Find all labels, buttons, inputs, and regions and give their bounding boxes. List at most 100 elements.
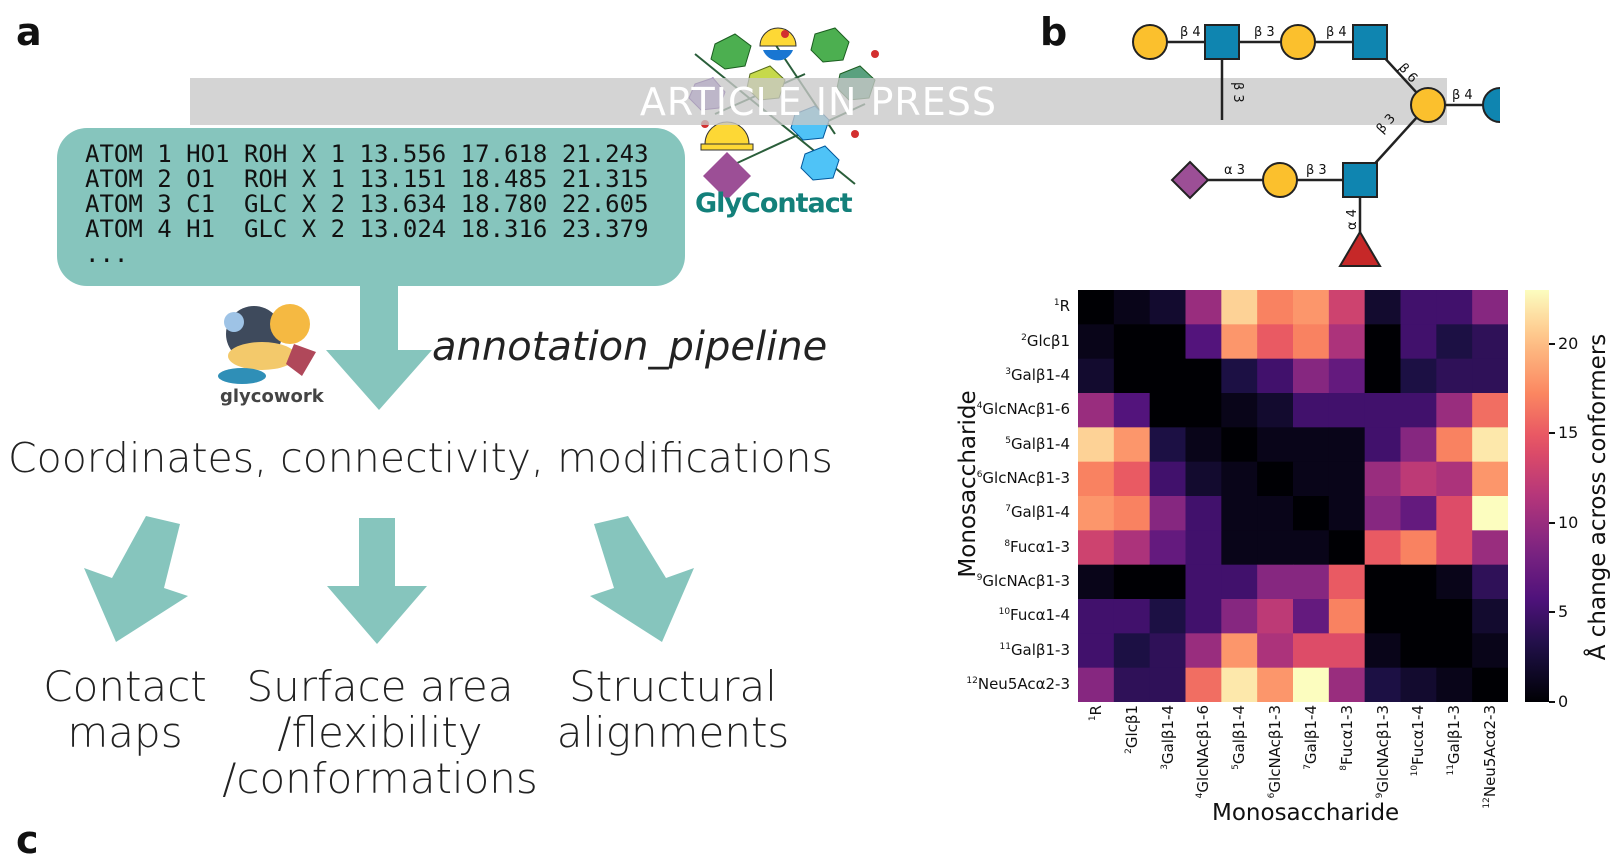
- label-text: Galβ1-3: [1010, 640, 1070, 659]
- heatmap-cell: [1400, 393, 1437, 428]
- heatmap-cell: [1185, 599, 1222, 634]
- heatmap-cell: [1436, 564, 1473, 600]
- heatmap-row-label: 12Neu5Acα2-3: [910, 675, 1070, 693]
- label-superscript: 4: [1195, 792, 1206, 799]
- linkage-label: β 3: [1230, 82, 1245, 103]
- label-text: R: [1059, 297, 1070, 316]
- code-line: ...: [85, 240, 129, 268]
- label-text: Galβ1-4: [1010, 365, 1070, 384]
- heatmap-cell: [1149, 324, 1186, 360]
- glcnac-icon: [1204, 24, 1240, 60]
- heatmap-cell: [1113, 599, 1151, 634]
- heatmap-cell: [1149, 427, 1186, 463]
- label-text: Galβ1-4: [1158, 705, 1177, 765]
- label-text: Fucα1-4: [1409, 705, 1428, 765]
- heatmap-cell: [1328, 496, 1366, 531]
- label-text: Glcβ1: [1122, 705, 1141, 749]
- colorbar-tick-label: 10: [1558, 512, 1579, 532]
- heatmap-cell: [1364, 667, 1401, 702]
- heatmap-cell: [1078, 667, 1115, 702]
- heatmap-row-label: 2Glcβ1: [910, 332, 1070, 350]
- heatmap-cell: [1328, 564, 1366, 600]
- heatmap-cell: [1185, 633, 1222, 669]
- label-text: Galβ1-3: [1445, 705, 1464, 765]
- heatmap-cell: [1328, 667, 1366, 702]
- heatmap-cell: [1436, 427, 1473, 463]
- heatmap-cell: [1185, 564, 1222, 600]
- label-superscript: 12: [966, 675, 978, 686]
- heatmap-cell: [1436, 633, 1473, 669]
- heatmap-cell: [1185, 324, 1222, 360]
- label-text: Galβ1-4: [1010, 434, 1070, 453]
- label-text: Galβ1-4: [1230, 705, 1249, 765]
- output-line: Contact: [43, 662, 207, 711]
- heatmap-cell: [1472, 530, 1508, 566]
- heatmap-cell: [1149, 599, 1186, 634]
- panel-label-c: c: [16, 818, 39, 862]
- label-superscript: 5: [1005, 435, 1011, 446]
- linkage-label: β 4: [1326, 25, 1347, 40]
- heatmap-x-axis-title: Monosaccharide: [1212, 800, 1400, 826]
- label-superscript: 1: [1087, 715, 1098, 722]
- label-superscript: 11: [1446, 764, 1457, 776]
- heatmap-cell: [1185, 427, 1222, 463]
- heatmap-cell: [1472, 358, 1508, 394]
- arrow-center-icon: [327, 518, 427, 644]
- heatmap-cell: [1400, 599, 1437, 634]
- heatmap-cell: [1221, 599, 1258, 634]
- banner-text: ARTICLE IN PRESS: [639, 80, 998, 124]
- heatmap-cell: [1472, 564, 1508, 600]
- heatmap-cell: [1221, 324, 1258, 360]
- label-text: Fucα1-4: [1010, 606, 1070, 625]
- heatmap-col-label: 3Galβ1-4: [1159, 705, 1177, 865]
- colorbar-tick-label: 15: [1558, 423, 1579, 443]
- heatmap-cell: [1472, 324, 1508, 360]
- heatmap-cell: [1113, 358, 1151, 394]
- heatmap-cell: [1436, 290, 1473, 325]
- heatmap-col-label: 9GlcNAcβ1-3: [1374, 705, 1392, 865]
- heatmap-row-label: 9GlcNAcβ1-3: [910, 572, 1070, 590]
- heatmap-cell: [1293, 564, 1330, 600]
- heatmap-cell: [1364, 633, 1401, 669]
- heatmap-cell: [1221, 358, 1258, 394]
- heatmap-cell: [1078, 564, 1115, 600]
- heatmap-cell: [1221, 530, 1258, 566]
- heatmap-cell: [1472, 393, 1508, 428]
- heatmap-cell: [1113, 290, 1151, 325]
- heatmap-cell: [1400, 667, 1437, 702]
- heatmap-cell: [1185, 358, 1222, 394]
- heatmap-cell: [1293, 290, 1330, 325]
- colorbar-gradient: [1525, 290, 1549, 702]
- heatmap-cell: [1472, 496, 1508, 531]
- label-text: Glcβ1: [1026, 331, 1070, 350]
- output-line: maps: [67, 708, 183, 757]
- glycan-structure-diagram: β 4 β 3 β 4 β 6 β 4 β 3 α 3 β 3 α 4 β 3: [1132, 24, 1500, 267]
- heatmap-cell: [1436, 324, 1473, 360]
- heatmap-cell: [1078, 324, 1115, 360]
- heatmap-cell: [1257, 667, 1294, 702]
- heatmap-cell: [1078, 530, 1115, 566]
- heatmap-cell: [1472, 599, 1508, 634]
- heatmap-cell: [1113, 496, 1151, 531]
- heatmap-row-label: 8Fucα1-3: [910, 538, 1070, 556]
- heatmap-cell: [1149, 358, 1186, 394]
- panel-label-a: a: [16, 10, 42, 54]
- heatmap-cell: [1293, 667, 1330, 702]
- heatmap-cell: [1113, 427, 1151, 463]
- colorbar-tick-label: 5: [1558, 602, 1569, 622]
- heatmap-cell: [1113, 564, 1151, 600]
- linkage-label: β 4: [1180, 25, 1201, 40]
- heatmap-cell: [1400, 324, 1437, 360]
- heatmap-cell: [1364, 393, 1401, 428]
- heatmap-col-label: 1R: [1087, 705, 1105, 865]
- heatmap-cell: [1221, 290, 1258, 325]
- heatmap-cell: [1185, 496, 1222, 531]
- label-superscript: 3: [1159, 764, 1170, 770]
- heatmap-col-label: 6GlcNAcβ1-3: [1266, 705, 1284, 865]
- heatmap-cell: [1364, 324, 1401, 360]
- galactose-icon: [1132, 24, 1168, 60]
- label-superscript: 2: [1021, 332, 1027, 343]
- label-superscript: 12: [1482, 797, 1493, 809]
- heatmap-cell: [1221, 461, 1258, 497]
- label-superscript: 6: [1267, 792, 1278, 799]
